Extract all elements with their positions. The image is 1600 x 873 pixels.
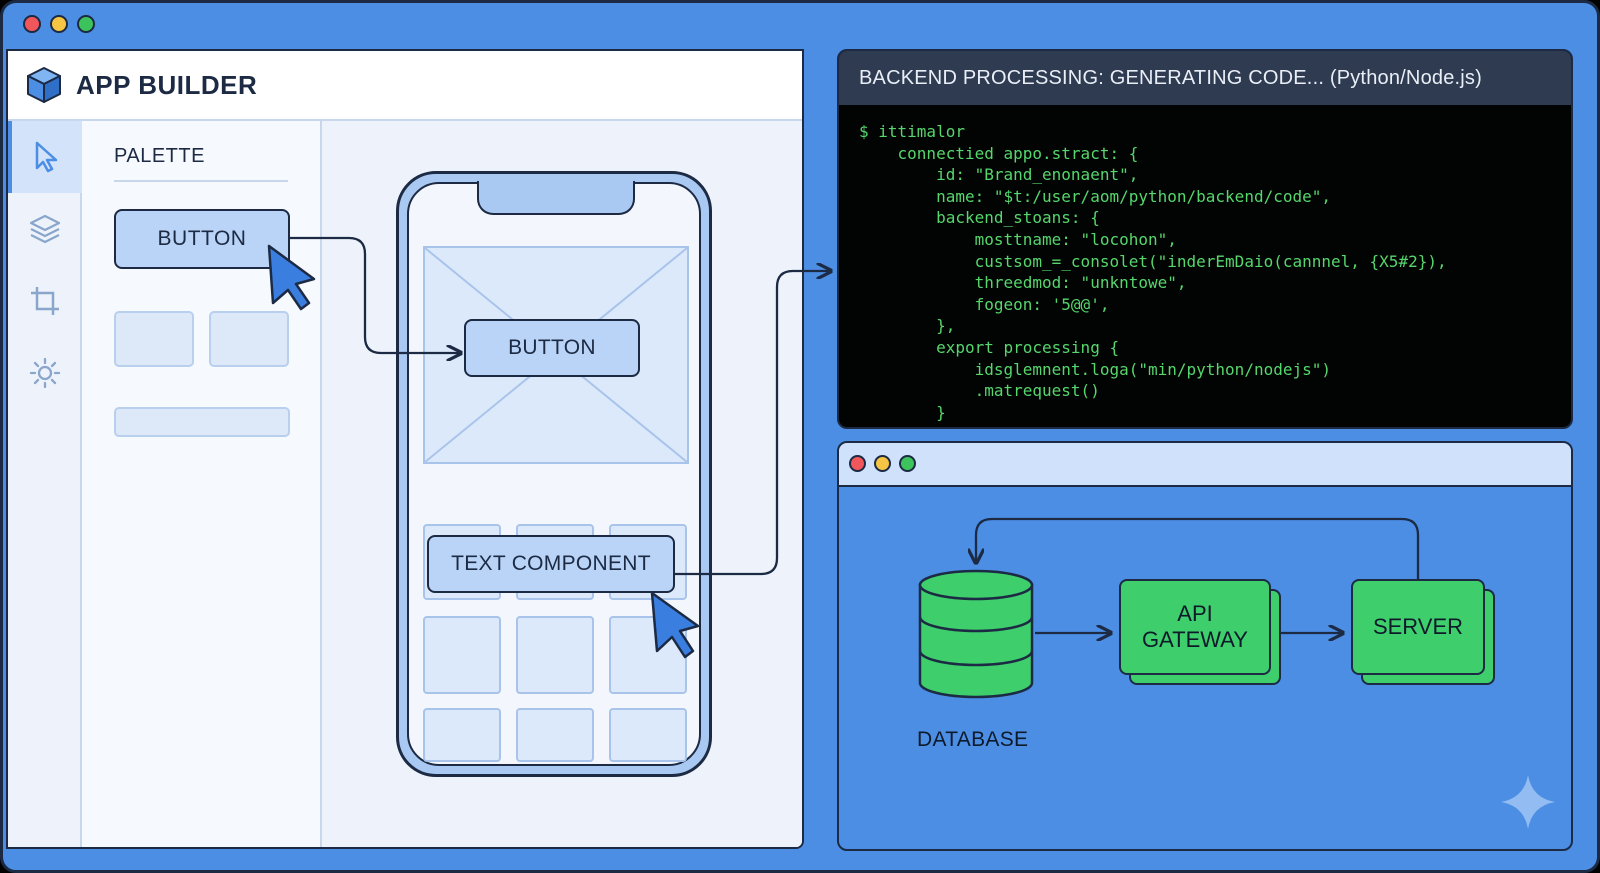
database-icon xyxy=(918,569,1034,699)
component-palette: PALETTE BUTTON xyxy=(82,121,322,847)
app-builder-panel: APP BUILDER xyxy=(6,49,804,849)
diagram-maximize-button[interactable] xyxy=(899,455,916,472)
grid-cell[interactable] xyxy=(516,708,594,762)
minimize-button[interactable] xyxy=(50,15,68,33)
tool-crop[interactable] xyxy=(8,265,82,337)
terminal-title: BACKEND PROCESSING: GENERATING CODE... (… xyxy=(839,51,1571,105)
phone-screen xyxy=(407,181,701,766)
palette-button-component[interactable]: BUTTON xyxy=(114,209,290,269)
diagram-minimize-button[interactable] xyxy=(874,455,891,472)
diagram-connectors xyxy=(839,517,1420,851)
tool-select[interactable] xyxy=(8,121,82,193)
diagram-window-controls xyxy=(849,455,916,472)
tool-layers[interactable] xyxy=(8,193,82,265)
app-title: APP BUILDER xyxy=(76,69,258,100)
builder-header: APP BUILDER xyxy=(8,51,802,121)
text-component[interactable]: TEXT COMPONENT xyxy=(427,535,675,593)
grid-cell[interactable] xyxy=(609,708,687,762)
database-label: DATABASE xyxy=(917,728,1029,751)
palette-title: PALETTE xyxy=(114,145,288,182)
api-gateway-node[interactable]: API GATEWAY xyxy=(1119,579,1271,675)
arrow-server-to-db xyxy=(976,517,1420,579)
close-button[interactable] xyxy=(23,15,41,33)
crop-icon xyxy=(31,287,59,315)
palette-placeholder-1[interactable] xyxy=(114,311,194,367)
palette-placeholder-3[interactable] xyxy=(114,407,290,437)
grid-cell[interactable] xyxy=(516,616,594,694)
architecture-diagram-window: DATABASE API GATEWAY SERVER xyxy=(837,441,1573,851)
phone-notch xyxy=(477,181,635,215)
diagram-titlebar xyxy=(839,443,1571,487)
palette-placeholder-2[interactable] xyxy=(209,311,289,367)
sparkle-icon xyxy=(1501,775,1555,829)
tool-settings[interactable] xyxy=(8,337,82,409)
tool-sidebar xyxy=(8,121,82,847)
cube-logo-icon xyxy=(27,67,61,103)
grid-cell[interactable] xyxy=(423,616,501,694)
diagram-close-button[interactable] xyxy=(849,455,866,472)
settings-icon xyxy=(29,357,61,389)
phone-mockup xyxy=(396,171,712,777)
server-node[interactable]: SERVER xyxy=(1351,579,1485,675)
grid-cell[interactable] xyxy=(609,616,687,694)
generated-code: $ ittimalor connectied appo.stract: { id… xyxy=(859,122,1447,422)
design-canvas: BUTTON TEXT COMPONENT xyxy=(322,121,802,847)
maximize-button[interactable] xyxy=(77,15,95,33)
canvas-button-component[interactable]: BUTTON xyxy=(464,319,640,377)
window-controls xyxy=(23,15,95,33)
code-terminal: BACKEND PROCESSING: GENERATING CODE... (… xyxy=(837,49,1573,429)
pointer-icon xyxy=(35,141,58,173)
layers-icon xyxy=(29,214,61,244)
grid-cell[interactable] xyxy=(423,708,501,762)
